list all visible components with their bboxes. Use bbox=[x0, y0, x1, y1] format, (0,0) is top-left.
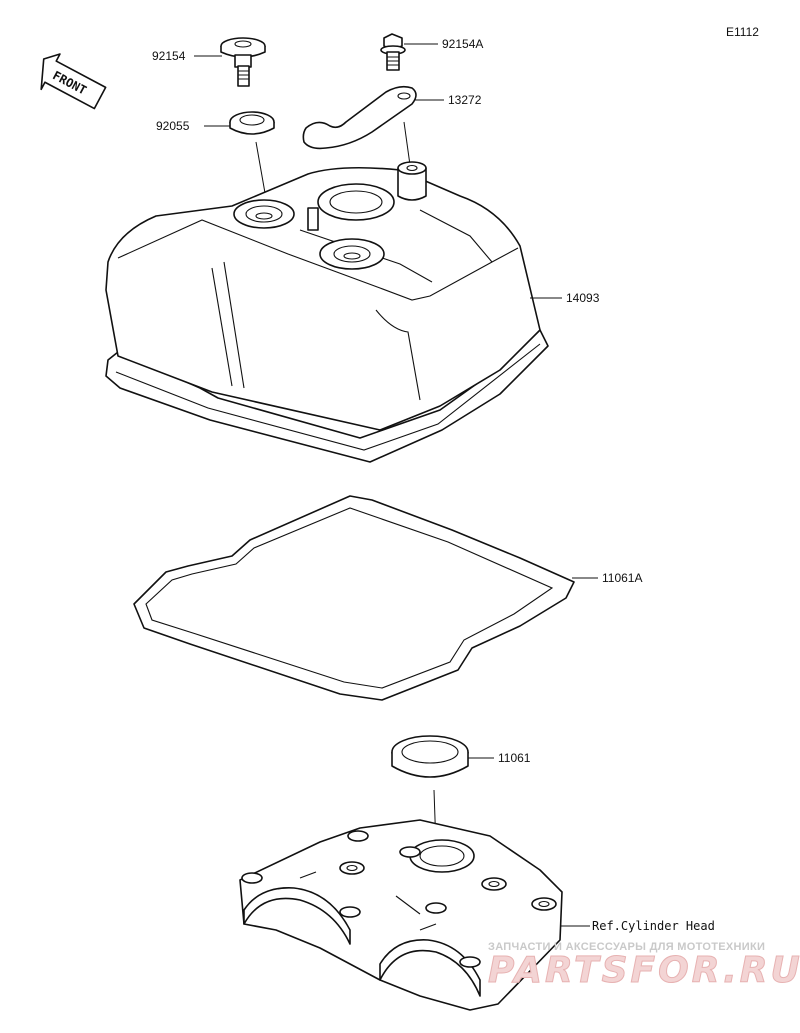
callout-14093: 14093 bbox=[566, 291, 600, 305]
watermark-brand: PARTSFOR.RU bbox=[488, 950, 800, 991]
callout-13272: 13272 bbox=[448, 93, 482, 107]
front-arrow-icon: FRONT bbox=[40, 53, 107, 110]
gasket-11061a-part bbox=[133, 495, 575, 701]
watermark-tagline: ЗАПЧАСТИ И АКСЕССУАРЫ ДЛЯ МОТОТЕХНИКИ bbox=[488, 941, 765, 953]
washer-92055-part bbox=[229, 111, 275, 135]
diagram-code: E1112 bbox=[726, 25, 759, 39]
cylinder-head-reference-part bbox=[239, 819, 563, 1011]
callout-92055: 92055 bbox=[156, 119, 190, 133]
callout-ref-cylinder-head: Ref.Cylinder Head bbox=[592, 919, 715, 933]
callout-92154: 92154 bbox=[152, 49, 186, 63]
head-cover-14093-part bbox=[105, 161, 549, 463]
callout-11061: 11061 bbox=[498, 751, 531, 765]
bracket-13272-part bbox=[302, 85, 417, 150]
bolt-92154a-part bbox=[380, 33, 406, 71]
callout-11061a: 11061A bbox=[602, 571, 642, 585]
bolt-92154-part bbox=[220, 37, 266, 87]
callout-92154a: 92154A bbox=[442, 37, 483, 51]
gasket-11061-part bbox=[391, 735, 469, 778]
